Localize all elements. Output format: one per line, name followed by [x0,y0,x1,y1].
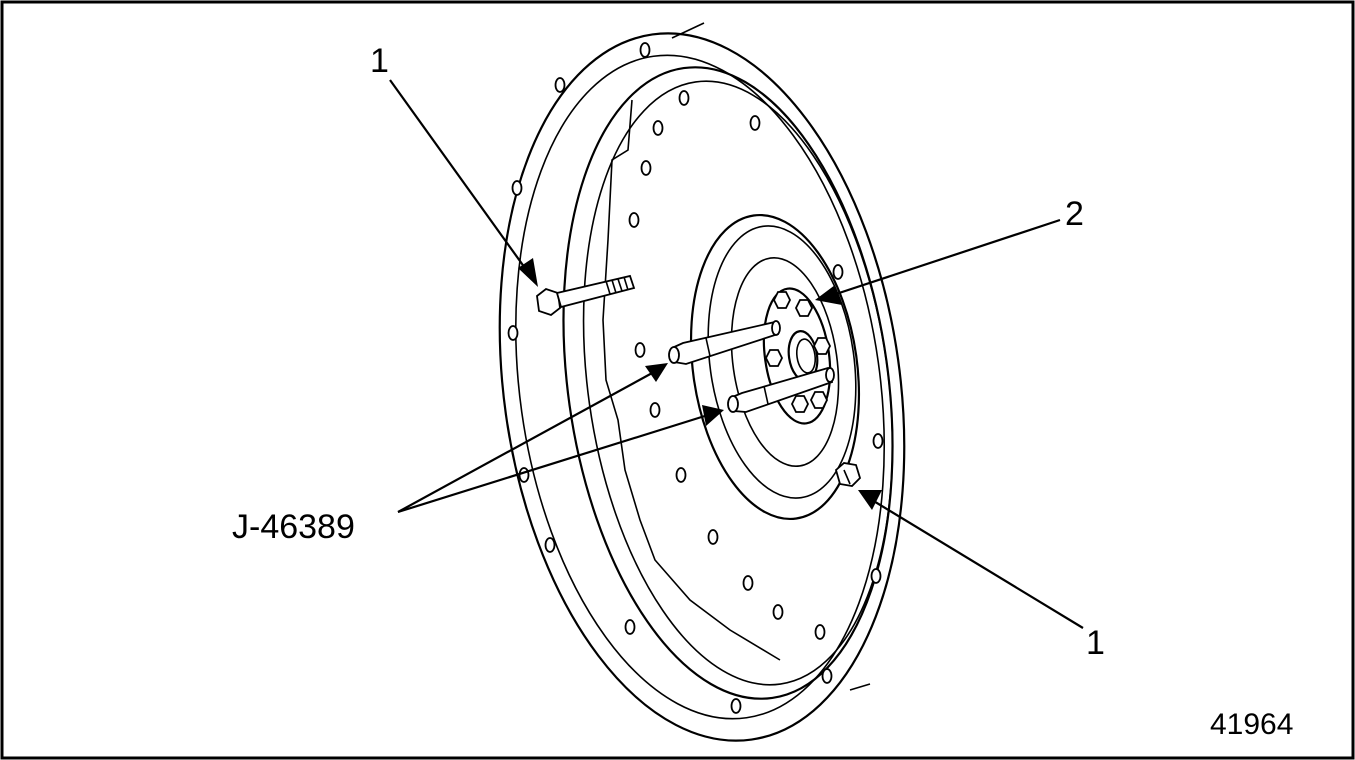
bolt-upper-left [536,274,636,317]
callout-bolt-top: 1 [370,42,389,80]
bolt-lower-right [834,462,862,487]
callout-center-nut: 2 [1065,195,1084,233]
ring-gear-edge [602,99,781,661]
hub-nuts [764,291,832,413]
leader-lines [389,79,1084,629]
callout-tool-number: J-46389 [232,508,355,546]
guide-pin-lower [727,366,835,413]
flexplate-outer-ring [498,22,906,742]
figure-number: 41964 [1210,708,1293,741]
callout-bolt-bottom: 1 [1086,624,1105,662]
guide-pin-upper [668,320,781,365]
center-hub [689,213,861,521]
flexplate-bolt-holes [507,42,884,714]
